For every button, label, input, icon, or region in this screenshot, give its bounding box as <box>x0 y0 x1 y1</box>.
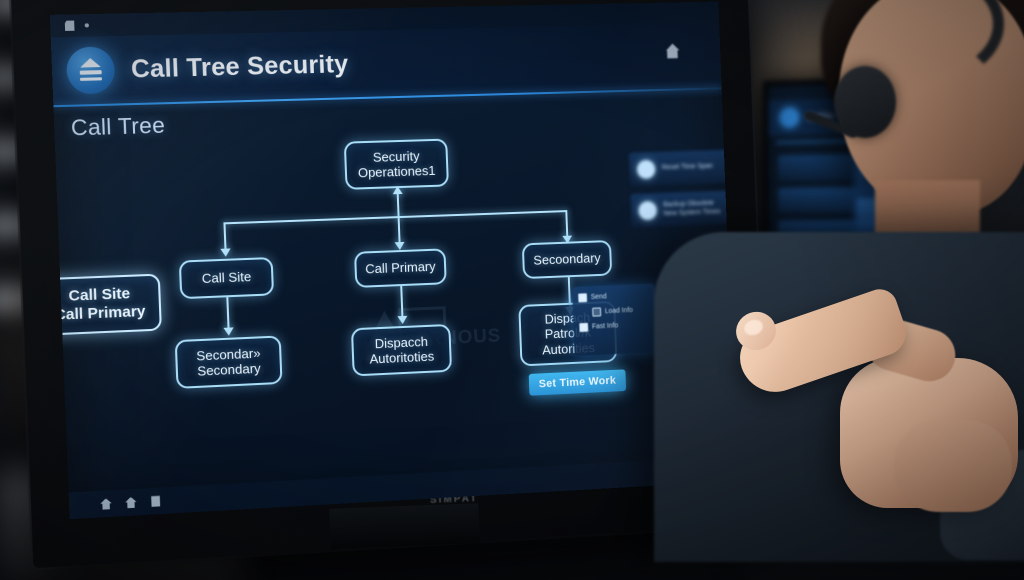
list-item[interactable]: Fast Info <box>579 320 650 333</box>
option-label: Send <box>590 293 607 301</box>
app-header: Call Tree Security <box>50 22 722 106</box>
node-security-operations[interactable]: Security Operationes1 <box>343 138 449 190</box>
app-title: Call Tree Security <box>130 49 349 84</box>
checkbox-icon[interactable] <box>579 322 589 333</box>
arrow-up-icon <box>392 185 403 195</box>
tree-logo-icon <box>65 46 116 95</box>
checkbox-icon[interactable] <box>592 307 602 317</box>
connector-branch-right <box>565 210 569 238</box>
app-icon <box>65 21 75 31</box>
connector-branch-mid <box>397 216 401 245</box>
list-item[interactable]: Send <box>578 291 649 303</box>
set-time-work-button[interactable]: Set Time Work <box>528 369 627 396</box>
window-icon[interactable] <box>150 495 162 507</box>
node-secondary[interactable]: Secoondary <box>521 240 613 280</box>
arrow-down-icon <box>223 327 234 336</box>
option-label: Load Info <box>604 307 634 316</box>
checkbox-icon[interactable] <box>578 293 588 303</box>
monitor-stand <box>329 503 480 549</box>
primary-monitor-screen: Call Tree Security Call Tree ERNOUS Secu… <box>49 1 737 520</box>
node-dispatch-authorities[interactable]: Dispacch Autoritoties <box>350 323 453 377</box>
operator-person <box>644 0 1024 580</box>
call-tree-flowchart: Security Operationes1 Call Site Call Pri… <box>49 126 737 453</box>
headset-band <box>844 0 1004 84</box>
connector-call-site-down <box>226 297 230 330</box>
node-call-site[interactable]: Call Site <box>178 256 275 300</box>
home-icon[interactable] <box>100 498 112 510</box>
list-item[interactable]: Load Info <box>579 305 650 317</box>
home-icon[interactable] <box>125 497 137 509</box>
option-label: Fast Info <box>591 322 619 331</box>
knuckles <box>894 420 1012 512</box>
arrow-down-icon <box>397 315 408 325</box>
connector-branch-left <box>223 222 227 251</box>
arrow-down-icon <box>220 248 231 257</box>
pointing-hand <box>730 284 1024 560</box>
node-secondary-secondary[interactable]: Secondar» Secondary <box>174 335 283 389</box>
connector-call-primary-down <box>400 286 404 319</box>
page-title: Call Tree <box>70 112 166 141</box>
connector-bus-horizontal <box>223 210 568 225</box>
node-call-primary[interactable]: Call Primary <box>354 248 447 288</box>
node-call-site-call-primary[interactable]: Call Site Call Primary <box>49 273 162 336</box>
connector-root-vertical <box>396 192 400 219</box>
status-dot <box>84 23 89 28</box>
